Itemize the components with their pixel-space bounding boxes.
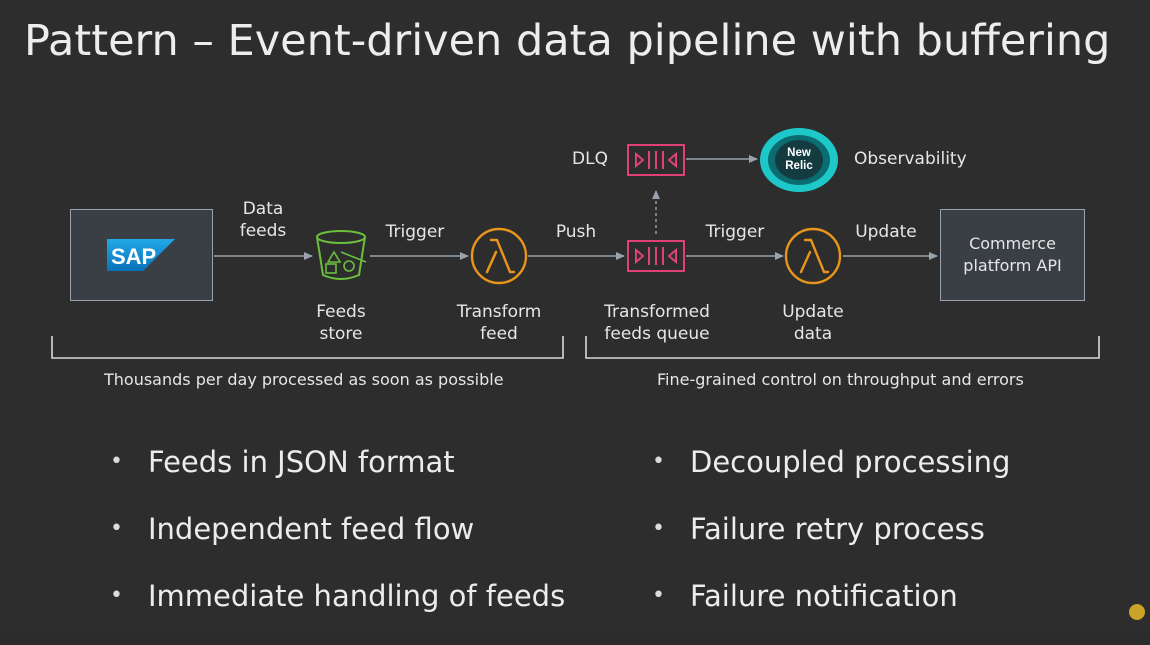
- node-label-observability: Observability: [854, 149, 967, 169]
- queue-icon: [627, 240, 685, 272]
- page-title: Pattern – Event-driven data pipeline wit…: [24, 16, 1111, 66]
- bullet-dot: •: [652, 516, 665, 541]
- edge-label-push: Push: [555, 222, 597, 242]
- list-item: • Feeds in JSON format: [110, 444, 565, 511]
- node-label-update-data: Update data: [782, 302, 844, 344]
- bullet-dot: •: [110, 583, 123, 608]
- node-label-transform-feed: Transform feed: [456, 302, 542, 344]
- node-label-feeds-store: Feeds store: [316, 302, 366, 344]
- bullet-dot: •: [652, 583, 665, 608]
- bullet-text: Immediate handling of feeds: [148, 579, 566, 613]
- caption-left: Thousands per day processed as soon as p…: [104, 370, 504, 389]
- sap-logo-text: SAP: [111, 244, 156, 269]
- list-item: • Decoupled processing: [652, 444, 1010, 511]
- edge-label-trigger-1: Trigger: [385, 222, 445, 242]
- presenter-indicator-dot: [1129, 604, 1145, 620]
- edge-label-update: Update: [855, 222, 917, 242]
- node-label-transformed-feeds-queue: Transformed feeds queue: [604, 302, 710, 344]
- new-relic-line2: Relic: [785, 160, 813, 172]
- left-bracket: [51, 336, 564, 359]
- bucket-icon: [316, 230, 367, 280]
- bullet-list-right: • Decoupled processing • Failure retry pro…: [652, 444, 1010, 645]
- queue-icon: [627, 144, 685, 176]
- list-item: • Independent feed flow: [110, 511, 565, 578]
- bullet-text: Independent feed flow: [148, 512, 475, 546]
- bullet-list-left: • Feeds in JSON format • Independent feed …: [110, 444, 565, 645]
- bullet-text: Decoupled processing: [690, 445, 1011, 479]
- pipeline-diagram: New Relic: [51, 128, 1100, 359]
- edge-label-data-feeds: Data feeds: [239, 199, 287, 241]
- caption-right: Fine-grained control on throughput and e…: [657, 370, 1024, 389]
- slide: Pattern – Event-driven data pipeline wit…: [24, 16, 1145, 620]
- list-item: • Failure retry process: [652, 511, 1010, 578]
- bullet-text: Feeds in JSON format: [148, 445, 455, 479]
- edge-label-trigger-2: Trigger: [705, 222, 765, 242]
- lambda-icon: [784, 227, 842, 285]
- commerce-platform-api-box: Commerce platform API: [940, 209, 1085, 301]
- right-bracket: [585, 336, 1100, 359]
- bullet-dot: •: [652, 449, 665, 474]
- bullet-text: Failure notification: [690, 579, 958, 613]
- node-label-dlq: DLQ: [572, 149, 608, 169]
- new-relic-logo: New Relic: [760, 128, 838, 192]
- list-item: • Failure notification: [652, 578, 1010, 645]
- bullet-dot: •: [110, 516, 123, 541]
- list-item: • Immediate handling of feeds: [110, 578, 565, 645]
- lambda-icon: [470, 227, 528, 285]
- new-relic-line1: New: [787, 147, 811, 159]
- bullet-dot: •: [110, 449, 123, 474]
- bullet-text: Failure retry process: [690, 512, 985, 546]
- sap-logo: SAP: [107, 239, 175, 271]
